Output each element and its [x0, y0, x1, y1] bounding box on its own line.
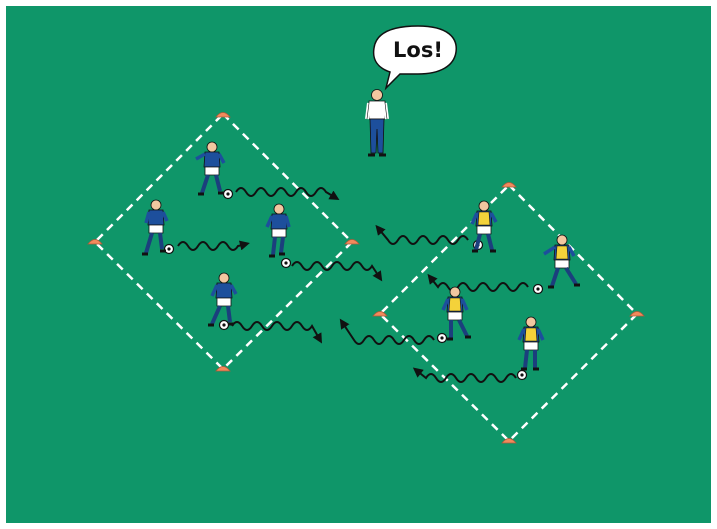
ball-icon [282, 259, 291, 268]
ball-icon [224, 190, 233, 199]
ball-icon [518, 371, 527, 380]
ball-icon [534, 285, 543, 294]
ball-icon [438, 334, 447, 343]
ball-icon [220, 321, 229, 330]
pitch-surface [6, 6, 711, 523]
coach-speech-text: Los! [381, 32, 455, 68]
